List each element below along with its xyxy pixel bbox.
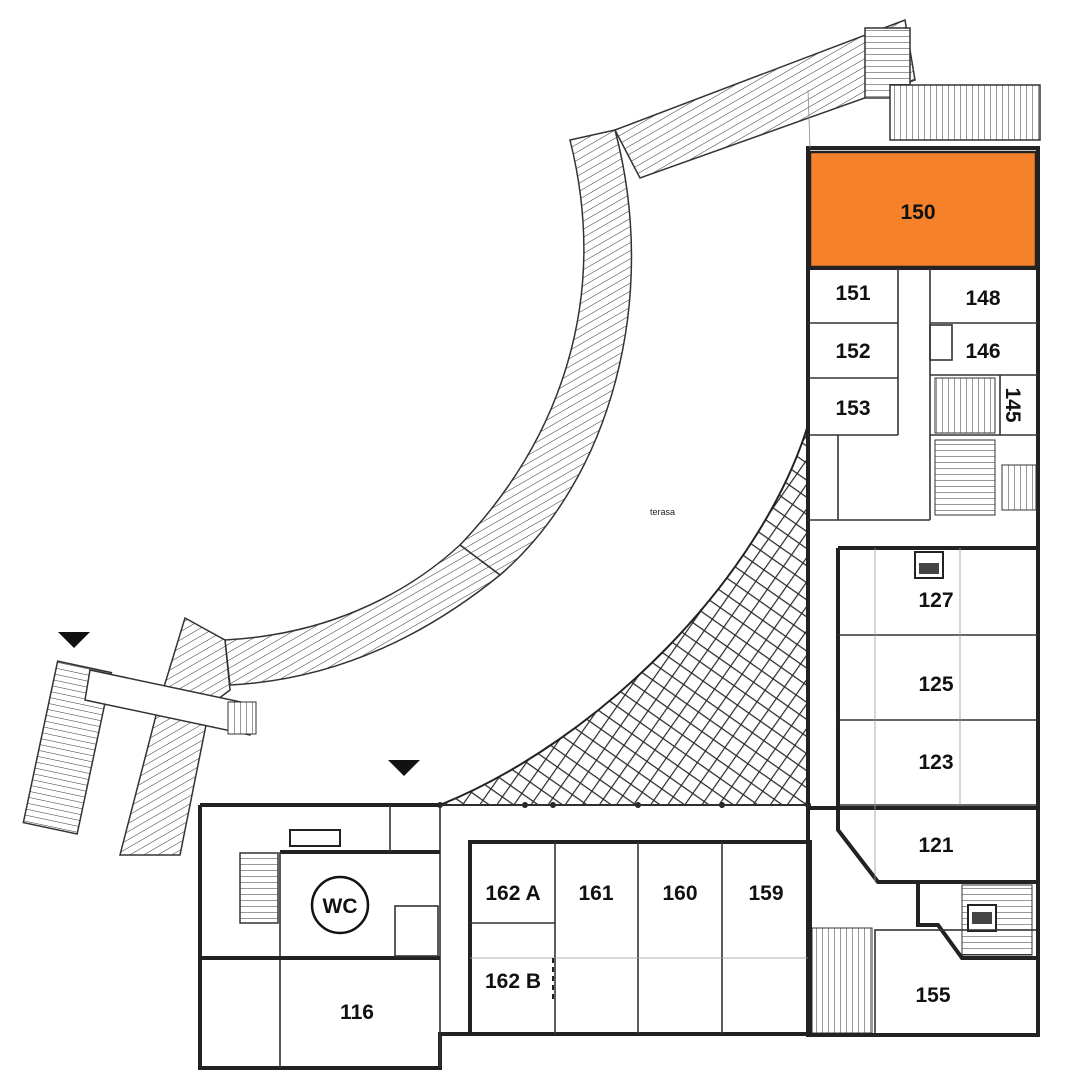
wc-label: WC bbox=[323, 895, 358, 918]
elevator-north-icon bbox=[914, 551, 944, 579]
room-label-155: 155 bbox=[915, 984, 950, 1007]
room-label-151: 151 bbox=[835, 282, 870, 305]
entrance-marker-south-icon bbox=[388, 760, 420, 776]
room-label-160: 160 bbox=[662, 882, 697, 905]
room-label-150: 150 bbox=[900, 201, 935, 224]
west-entrance-stair bbox=[22, 660, 257, 835]
room-label-145: 145 bbox=[1001, 387, 1024, 422]
curved-ramp bbox=[119, 18, 916, 856]
room-label-162a: 162 A bbox=[485, 882, 540, 905]
wc-symbol bbox=[310, 875, 370, 935]
room-label-161: 161 bbox=[578, 882, 613, 905]
entrance-marker-west-icon bbox=[58, 632, 90, 648]
room-label-121: 121 bbox=[918, 834, 953, 857]
south-east-block bbox=[806, 805, 1040, 1037]
north-stair bbox=[864, 27, 1041, 141]
room-label-153: 153 bbox=[835, 397, 870, 420]
room-label-127: 127 bbox=[918, 589, 953, 612]
room-label-146: 146 bbox=[965, 340, 1000, 363]
west-block bbox=[198, 803, 470, 1070]
east-wing bbox=[806, 146, 1040, 810]
room-label-152: 152 bbox=[835, 340, 870, 363]
room-label-148: 148 bbox=[965, 287, 1000, 310]
room-label-116: 116 bbox=[340, 1001, 374, 1024]
south-wing bbox=[468, 840, 812, 1036]
room-label-123: 123 bbox=[918, 751, 953, 774]
terrace-label: terasa bbox=[650, 507, 675, 517]
room-label-162b: 162 B bbox=[485, 970, 541, 993]
terrace-grid bbox=[439, 424, 809, 806]
room-150-highlight[interactable] bbox=[808, 150, 1038, 269]
room-label-125: 125 bbox=[918, 673, 953, 696]
room-label-159: 159 bbox=[748, 882, 783, 905]
elevator-south-icon bbox=[972, 912, 992, 924]
